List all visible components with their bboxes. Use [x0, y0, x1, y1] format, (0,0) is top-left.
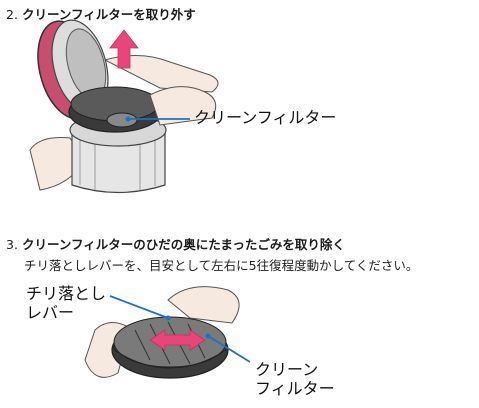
step-3-number: 3.	[6, 237, 18, 252]
step-2-filter-callout: クリーンフィルター	[194, 108, 337, 127]
step-3-heading: 3.クリーンフィルターのひだの奥にたまったごみを取り除く	[6, 234, 345, 253]
step-2-heading: 2.クリーンフィルターを取り外す	[6, 4, 196, 23]
lever-callout-line-2: レバー	[26, 303, 75, 322]
step-2-illustration	[29, 19, 219, 194]
step-3-filter-callout: クリーン フィルター	[255, 360, 335, 398]
step-3-description: チリ落としレバーを、目安として左右に5往復程度動かしてください。	[24, 258, 419, 273]
step-2-title: クリーンフィルターを取り外す	[21, 7, 196, 22]
lever-callout-line-1: チリ落とし	[26, 284, 107, 303]
step-2-number: 2.	[6, 7, 18, 22]
filter-callout-line-2: フィルター	[255, 379, 335, 398]
step-3-lever-callout: チリ落とし レバー	[26, 284, 106, 322]
filter-callout-line-1: クリーン	[255, 360, 319, 379]
step-3-illustration	[84, 286, 251, 379]
step-3-title: クリーンフィルターのひだの奥にたまったごみを取り除く	[21, 237, 345, 252]
